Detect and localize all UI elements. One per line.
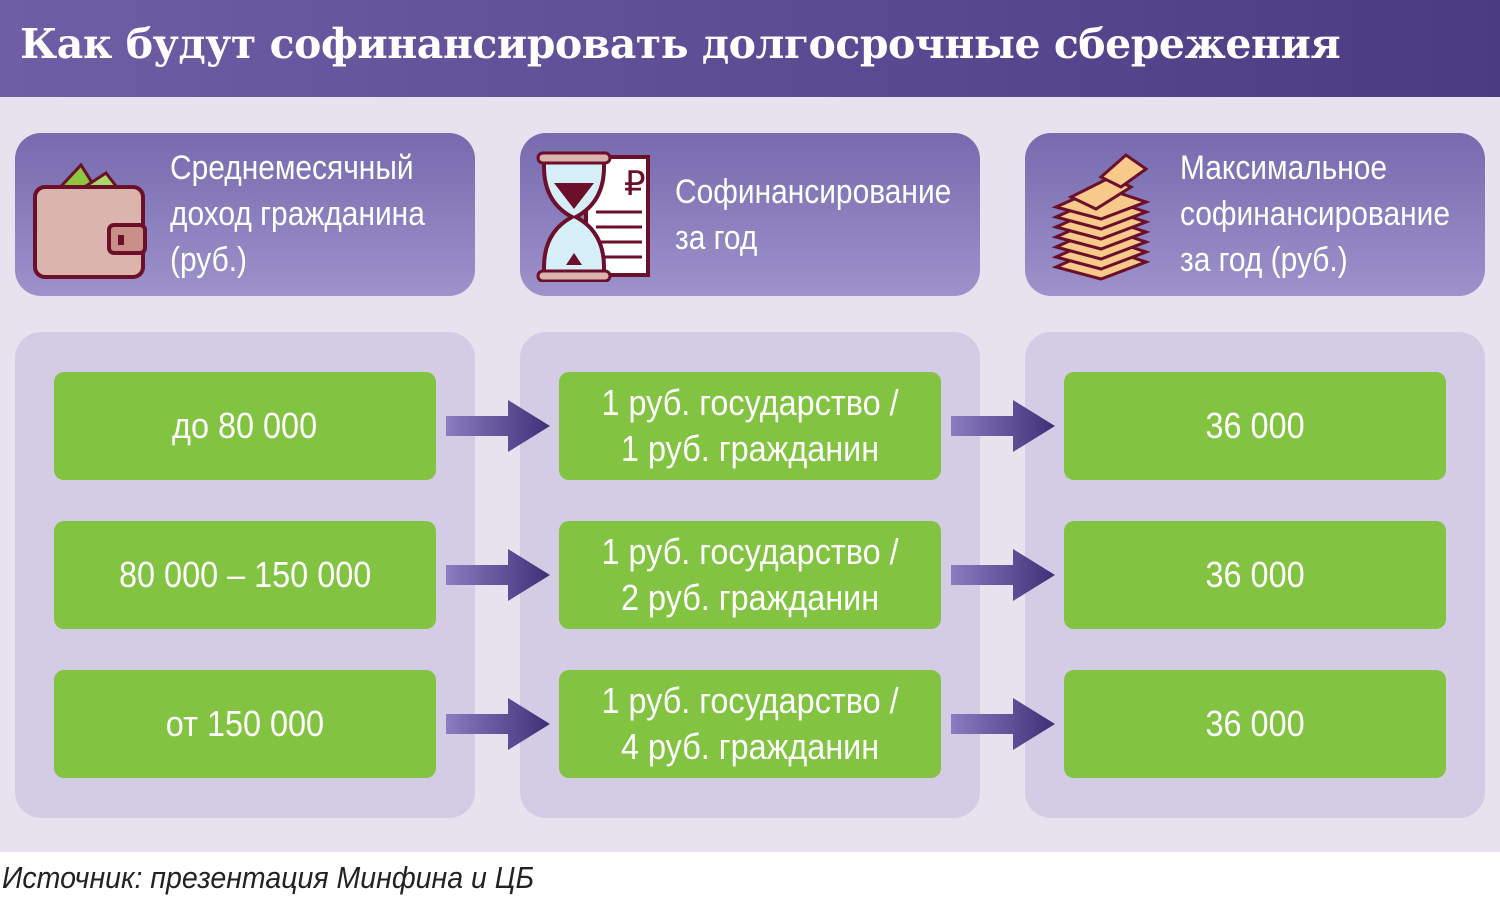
max-value: 36 000 — [1205, 405, 1305, 446]
ratio-line: 4 руб. гражданин — [620, 726, 880, 767]
page-title: Как будут софинансировать долгосрочные с… — [20, 20, 1341, 68]
income-value: от 150 000 — [165, 703, 325, 744]
ratio-line: 1 руб. государство / — [601, 531, 899, 572]
header-line: софинансирование — [1180, 195, 1450, 233]
source-note: Источник: презентация Минфина и ЦБ — [2, 860, 535, 895]
header-line: Среднемесячный — [170, 149, 414, 187]
header-line: Максимальное — [1180, 149, 1388, 187]
ratio-box: 1 руб. государство / 4 руб. гражданин — [559, 670, 941, 778]
max-box: 36 000 — [1064, 521, 1446, 629]
arrow-right-icon — [951, 549, 1055, 601]
income-box: 80 000 – 150 000 — [54, 521, 436, 629]
ratio-line: 1 руб. государство / — [601, 680, 899, 721]
header-max: Максимальное софинансирование за год (руб.… — [1025, 133, 1485, 296]
header-line: доход гражданина — [170, 195, 425, 233]
income-value: 80 000 – 150 000 — [118, 554, 372, 595]
max-box: 36 000 — [1064, 372, 1446, 480]
wallet-icon — [33, 162, 147, 279]
max-value: 36 000 — [1205, 703, 1305, 744]
income-box: от 150 000 — [54, 670, 436, 778]
max-box: 36 000 — [1064, 670, 1446, 778]
money-stack-icon — [1051, 153, 1151, 281]
ratio-box: 1 руб. государство / 2 руб. гражданин — [559, 521, 941, 629]
svg-text:₽: ₽ — [624, 164, 646, 204]
header-line: за год (руб.) — [1180, 241, 1348, 279]
header-cofinancing: ₽ Софинансирование за год — [520, 133, 980, 296]
header-line: за год — [675, 219, 758, 257]
arrow-right-icon — [951, 698, 1055, 750]
header-income: Среднемесячный доход гражданина (руб.) — [15, 133, 475, 296]
arrow-right-icon — [446, 549, 550, 601]
arrow-right-icon — [446, 400, 550, 452]
ratio-box: 1 руб. государство / 1 руб. гражданин — [559, 372, 941, 480]
hourglass-document-icon: ₽ — [536, 151, 650, 282]
arrow-right-icon — [446, 698, 550, 750]
ratio-line: 1 руб. гражданин — [620, 428, 880, 469]
title-bar: Как будут софинансировать долгосрочные с… — [0, 0, 1500, 97]
header-line: (руб.) — [170, 241, 247, 279]
header-line: Софинансирование — [675, 173, 952, 211]
max-value: 36 000 — [1205, 554, 1305, 595]
income-value: до 80 000 — [172, 405, 318, 446]
arrow-right-icon — [951, 400, 1055, 452]
ratio-line: 1 руб. государство / — [601, 382, 899, 423]
income-box: до 80 000 — [54, 372, 436, 480]
ratio-line: 2 руб. гражданин — [620, 577, 880, 618]
